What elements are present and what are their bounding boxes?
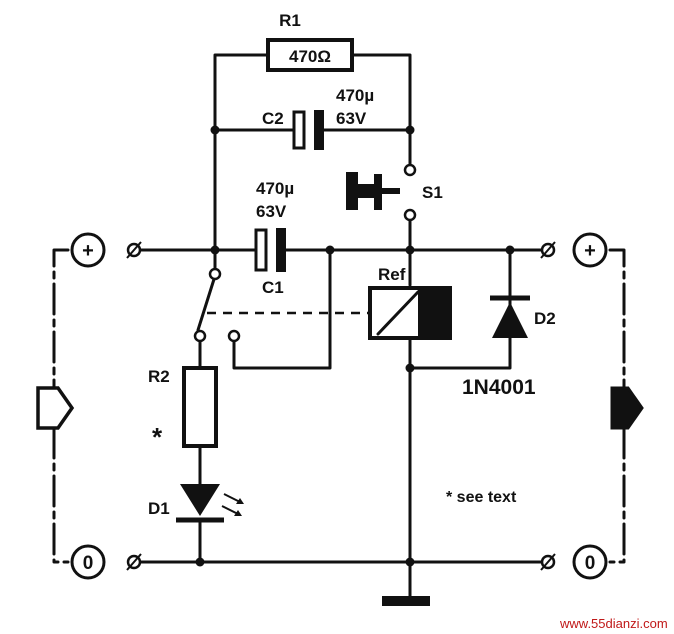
led-d1: D1 (148, 484, 244, 523)
junction-dot (210, 245, 220, 255)
terminal-right-zero-label: 0 (585, 553, 596, 574)
junction-dot (195, 557, 205, 567)
relay-label: Ref (378, 265, 406, 284)
resistor-r1: 470Ω R1 (266, 11, 354, 72)
c2-voltage: 63V (336, 109, 367, 128)
terminal-left-zero-label: 0 (83, 553, 94, 574)
see-text-note: * see text (446, 489, 517, 506)
terminal-left-plus-label: + (82, 240, 94, 262)
junction-dot (405, 125, 415, 135)
junctions (195, 125, 515, 567)
resistor-r2: R2 * (148, 366, 218, 452)
switch-arm (196, 274, 217, 332)
led-light-arrows-icon (221, 493, 244, 516)
r1-value: 470Ω (289, 47, 331, 66)
capacitor-c2: C2 470µ 63V (262, 86, 374, 150)
switch-s1: S1 (346, 163, 443, 222)
terminal-right-zero: 0 (540, 544, 608, 580)
input-arrow-icon (36, 386, 75, 430)
r2-asterisk: * (152, 422, 163, 452)
junction-dot (405, 245, 415, 255)
terminal-left-zero: 0 (70, 544, 142, 580)
d2-type: 1N4001 (462, 376, 536, 399)
terminal-right-plus-label: + (584, 240, 596, 262)
c1-capacitance: 470µ (256, 179, 294, 198)
capacitor-c1: 470µ 63V C1 (254, 179, 294, 297)
terminal-right-plus: + (540, 232, 608, 268)
c1-label: C1 (262, 278, 284, 297)
diode-d2: D2 1N4001 (462, 295, 556, 399)
junction-dot (325, 245, 335, 255)
output-arrow-icon (610, 386, 644, 430)
relay-coil-ref: Ref (368, 265, 452, 340)
wire-c1-to-contact (232, 248, 332, 370)
c2-label: C2 (262, 109, 284, 128)
junction-dot (210, 125, 220, 135)
c1-voltage: 63V (256, 202, 287, 221)
junction-dot (505, 245, 515, 255)
wire-d2-loop (408, 248, 512, 370)
terminal-left-plus: + (70, 232, 142, 268)
ground-icon (382, 596, 430, 606)
junction-dot (405, 557, 415, 567)
d2-label: D2 (534, 309, 556, 328)
d1-label: D1 (148, 499, 170, 518)
s1-label: S1 (422, 183, 443, 202)
relay-contacts (193, 267, 241, 343)
junction-dot (405, 363, 415, 373)
watermark: www.55dianzi.com (559, 616, 668, 631)
c2-capacitance: 470µ (336, 86, 374, 105)
r1-label: R1 (279, 11, 301, 30)
wire-left-vertical (213, 53, 270, 252)
r2-label: R2 (148, 367, 170, 386)
